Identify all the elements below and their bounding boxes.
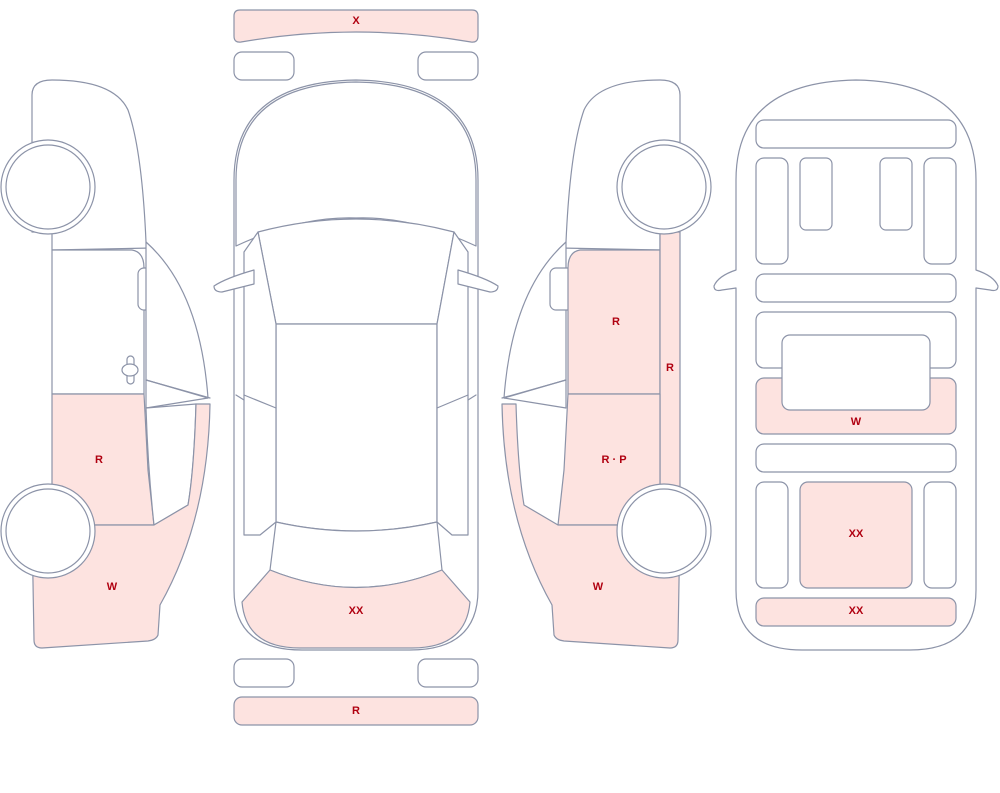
top-rear-hatch-label: XX bbox=[349, 605, 364, 617]
left-side-view: R W bbox=[0, 79, 211, 649]
top-left-b-pillar bbox=[243, 394, 277, 409]
left-rear-wheel-inner bbox=[5, 488, 91, 574]
top-roof[interactable] bbox=[275, 323, 438, 532]
right-belt-line bbox=[501, 379, 567, 399]
top-right-door-line bbox=[467, 394, 477, 401]
top-rear-hatch-panel[interactable] bbox=[241, 569, 471, 649]
left-rear-quarter-label: W bbox=[107, 581, 118, 593]
underbody-center-cross-member[interactable] bbox=[755, 273, 957, 303]
right-rocker-label: R bbox=[666, 362, 674, 374]
underbody-tunnel[interactable] bbox=[781, 334, 931, 411]
left-front-door[interactable] bbox=[51, 249, 145, 395]
underbody-left-rear-rail[interactable] bbox=[755, 481, 789, 589]
left-belt-line bbox=[145, 379, 211, 399]
underbody-rear-panel-label: XX bbox=[849, 605, 864, 617]
front-bumper-label: X bbox=[352, 15, 360, 27]
right-rear-window[interactable] bbox=[503, 241, 567, 399]
right-rear-wheel-inner bbox=[621, 488, 707, 574]
rear-bumper-panel[interactable] bbox=[233, 696, 479, 726]
underbody-rear-panel[interactable] bbox=[755, 597, 957, 627]
rear-bumper-label: R bbox=[352, 705, 360, 717]
underbody-right-inner-mount[interactable] bbox=[879, 157, 913, 231]
right-rocker-panel[interactable] bbox=[659, 231, 681, 491]
right-front-door-label: R bbox=[612, 316, 620, 328]
right-rear-quarter-label: W bbox=[593, 581, 604, 593]
underbody-left-front-rail[interactable] bbox=[755, 157, 789, 265]
left-taillight[interactable] bbox=[233, 658, 295, 688]
underbody-rear-cross-member[interactable] bbox=[755, 443, 957, 473]
left-front-wheel-inner bbox=[5, 144, 91, 230]
underbody-right-rear-rail[interactable] bbox=[923, 481, 957, 589]
left-rear-window[interactable] bbox=[145, 241, 209, 399]
underbody-trunk-floor-label: W bbox=[851, 416, 862, 428]
rear-bumper-group: R bbox=[233, 658, 479, 726]
top-right-mirror[interactable] bbox=[457, 269, 499, 293]
top-left-door-line bbox=[235, 394, 245, 401]
right-front-wheel-inner bbox=[621, 144, 707, 230]
underbody-front-cross-member[interactable] bbox=[755, 119, 957, 149]
top-rear-window[interactable] bbox=[269, 521, 443, 589]
left-rear-door-label: R bbox=[95, 454, 103, 466]
right-rear-quarter-panel[interactable] bbox=[501, 403, 681, 649]
top-hood bbox=[235, 81, 477, 247]
left-door-handle-ring bbox=[121, 363, 139, 377]
front-bumper-group: X bbox=[233, 9, 479, 81]
top-left-side-glass[interactable] bbox=[243, 231, 277, 536]
right-taillight[interactable] bbox=[417, 658, 479, 688]
top-right-side-glass[interactable] bbox=[436, 231, 469, 536]
right-side-view: R R R · P W bbox=[501, 79, 712, 649]
underbody-left-inner-mount[interactable] bbox=[799, 157, 833, 231]
top-left-mirror[interactable] bbox=[213, 269, 255, 293]
front-bumper-panel[interactable] bbox=[233, 9, 479, 43]
underbody-right-front-rail[interactable] bbox=[923, 157, 957, 265]
underbody-spare-area-panel[interactable] bbox=[799, 481, 913, 589]
top-view: XX bbox=[213, 79, 499, 651]
underbody-spare-area-label: XX bbox=[849, 528, 864, 540]
left-headlight[interactable] bbox=[233, 51, 295, 81]
right-headlight[interactable] bbox=[417, 51, 479, 81]
left-rear-quarter-panel[interactable] bbox=[31, 403, 211, 649]
underbody-view: W XX XX bbox=[713, 79, 999, 651]
top-windshield[interactable] bbox=[257, 218, 455, 325]
top-right-b-pillar bbox=[436, 394, 469, 409]
right-rear-door-label: R · P bbox=[601, 454, 626, 466]
